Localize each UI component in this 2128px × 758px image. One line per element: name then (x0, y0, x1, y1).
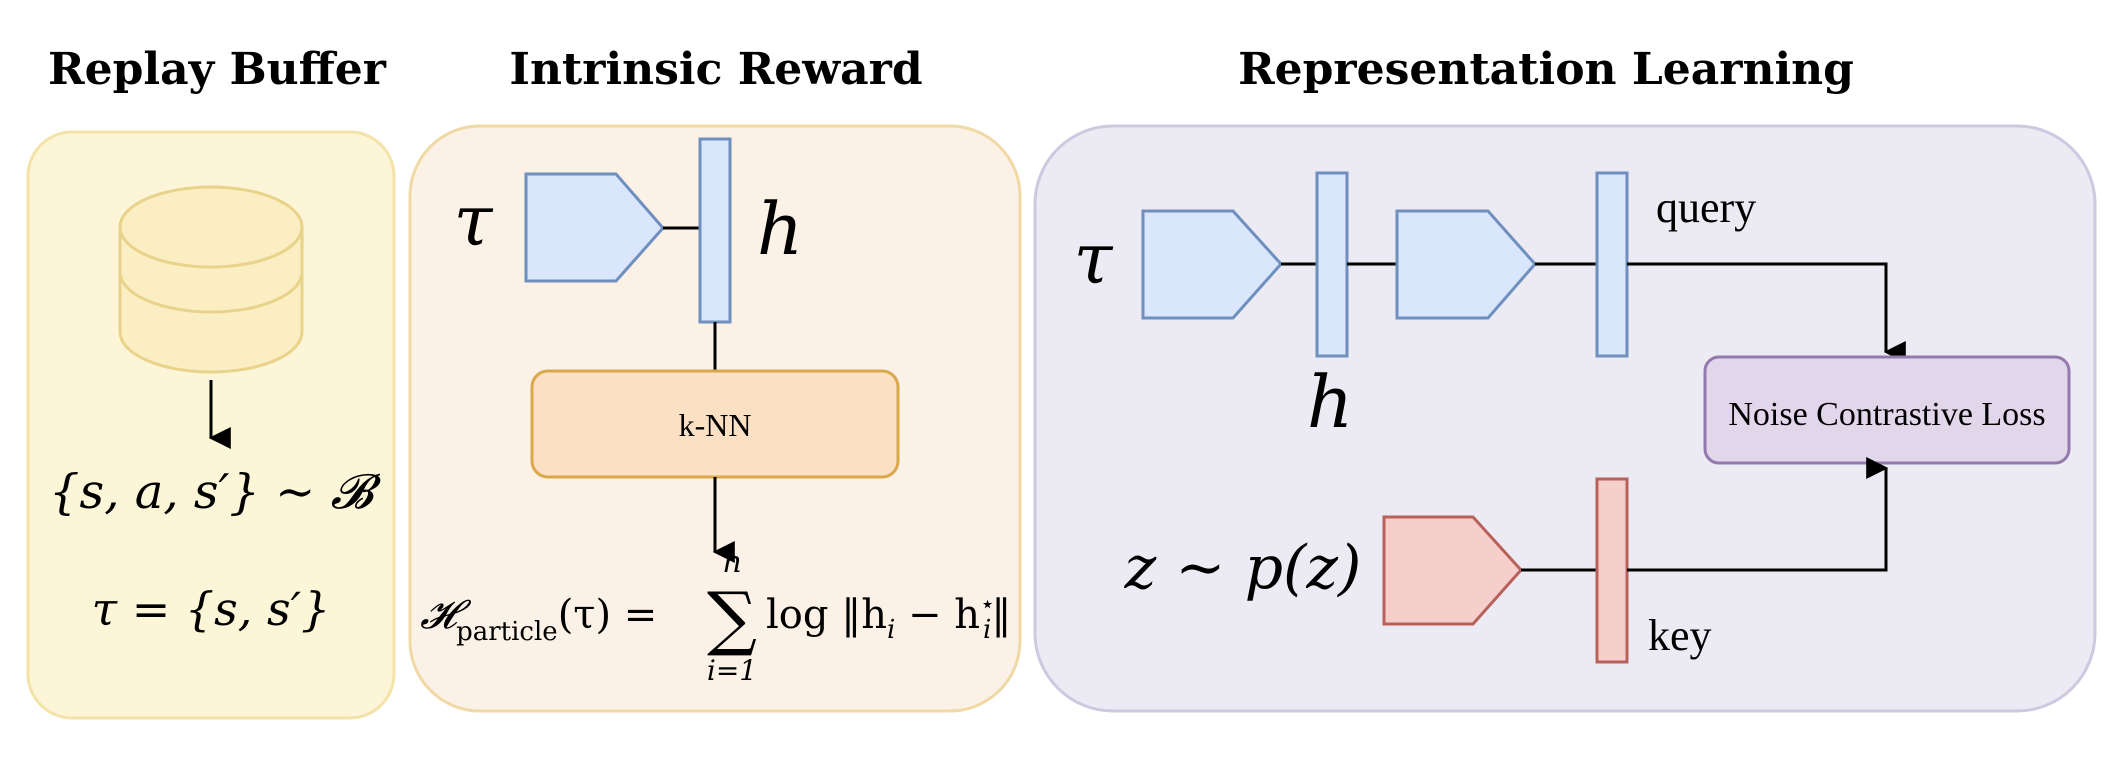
encoder-shape (524, 172, 665, 283)
query-bar (1595, 171, 1629, 358)
sample-formula: {s, a, s′} ∼ 𝓑 (49, 464, 382, 520)
entropy-i1: i (887, 615, 895, 645)
knn-label: k-NN (679, 407, 752, 443)
svg-text:log ‖hi − h⋆i‖: log ‖hi − h⋆i‖ (766, 590, 1011, 645)
h-vector-bar (698, 137, 732, 324)
query-arrow (1627, 262, 1906, 363)
database-icon (118, 185, 304, 374)
entropy-subscript: particle (456, 617, 558, 647)
z-prior-formula: z ∼ p(z) (1124, 533, 1362, 603)
nce-loss-label: Noise Contrastive Loss (1728, 396, 2045, 433)
repr-encoder-1 (1141, 209, 1284, 320)
entropy-star: ⋆ (980, 590, 995, 618)
entropy-arg: (τ) = (558, 592, 658, 638)
svg-text:𝓗particle(τ) =: 𝓗particle(τ) = (420, 592, 657, 647)
repr-projection-head (1395, 209, 1537, 320)
tau-definition: τ = {s, s′} (92, 582, 331, 636)
replay-buffer-title: Replay Buffer (48, 44, 387, 95)
query-label: query (1656, 183, 1756, 232)
entropy-i2: i (983, 615, 991, 645)
repr-h-symbol: h (1307, 360, 1353, 444)
tau-symbol: τ (454, 180, 494, 262)
representation-learning-title: Representation Learning (1238, 44, 1854, 95)
entropy-close: ‖ (991, 592, 1011, 638)
key-arrow (1627, 457, 1889, 572)
representation-learning-panel (1033, 124, 2097, 713)
key-label: key (1648, 611, 1712, 660)
sum-symbol: ∑ (707, 577, 757, 659)
sum-lower: i=1 (707, 654, 757, 687)
sum-upper: n (722, 545, 741, 580)
intrinsic-reward-title: Intrinsic Reward (509, 44, 922, 95)
repr-h-bar (1315, 171, 1349, 358)
key-bar (1595, 477, 1629, 664)
h-symbol: h (757, 187, 803, 271)
entropy-minus: − h (895, 592, 980, 638)
repr-tau-symbol: τ (1074, 218, 1114, 300)
entropy-log: log ‖h (766, 592, 887, 638)
particle-entropy-formula: 𝓗particle(τ) = ∑ n i=1 log ‖hi − h⋆i‖ (420, 545, 1011, 687)
skill-encoder (1382, 515, 1524, 626)
